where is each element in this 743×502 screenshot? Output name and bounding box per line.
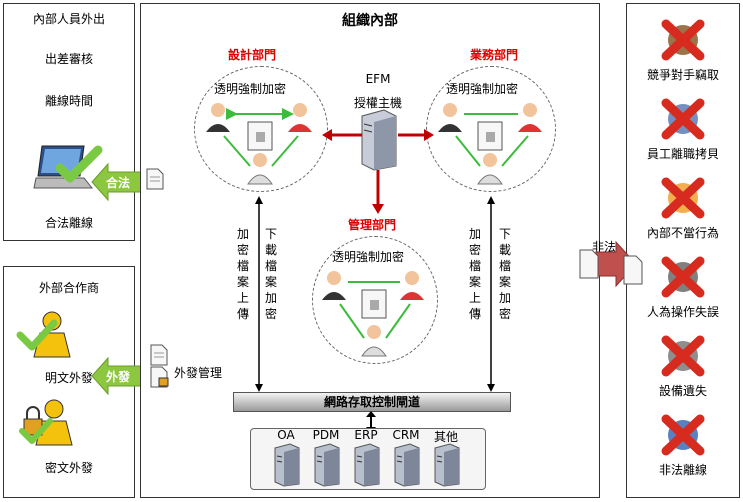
management-dept-circle bbox=[312, 236, 438, 364]
efm-to-management-arrow bbox=[372, 170, 384, 214]
server-label: PDM bbox=[312, 428, 340, 442]
access-control-gateway: 網路存取控制閘道 bbox=[233, 392, 511, 412]
partner-lock-icon bbox=[19, 399, 73, 446]
management-encrypt-label: 透明強制加密 bbox=[332, 250, 405, 264]
locked-document-icon bbox=[150, 366, 169, 388]
threat-label: 人為操作失誤 bbox=[646, 305, 719, 319]
auth-host-label: 授權主機 bbox=[353, 96, 402, 110]
design-encrypt-label: 透明強制加密 bbox=[214, 82, 287, 96]
legal-offline-caption: 合法離線 bbox=[44, 216, 93, 230]
external-partner-box: 外部合作商 明文外發 密文外發 bbox=[3, 266, 135, 498]
server-icon bbox=[354, 443, 380, 487]
threat-blocked-icon bbox=[661, 414, 705, 456]
server-icon bbox=[434, 443, 460, 487]
illegal-label: 非法 bbox=[592, 240, 617, 254]
business-dept-label: 業務部門 bbox=[470, 48, 519, 62]
threat-blocked-icon bbox=[661, 98, 705, 140]
legal-arrow-label: 合法 bbox=[106, 176, 131, 190]
efm-server-icon bbox=[361, 109, 397, 171]
send-arrow-label: 外發 bbox=[106, 370, 131, 384]
trip-review-label: 出差審核 bbox=[44, 52, 93, 66]
business-dept-circle bbox=[426, 66, 556, 192]
document-icon bbox=[146, 168, 164, 190]
illegal-arrow-icon bbox=[579, 240, 643, 288]
server-label: 其他 bbox=[433, 430, 458, 444]
business-team-icon bbox=[438, 103, 542, 185]
design-dept-label: 設計部門 bbox=[228, 48, 277, 62]
download-encrypted-text-left: 下載檔案加密 bbox=[264, 227, 277, 321]
design-dept-circle bbox=[194, 66, 328, 192]
server-label: ERP bbox=[354, 428, 378, 442]
efm-to-design-arrow bbox=[322, 129, 362, 141]
document-icon bbox=[150, 344, 168, 366]
left-updown-arrow bbox=[255, 196, 263, 392]
threat-label: 競爭對手竊取 bbox=[646, 68, 719, 82]
plain-send-caption: 明文外發 bbox=[44, 371, 93, 385]
server-icon bbox=[394, 443, 420, 487]
threat-label: 內部不當行為 bbox=[646, 226, 719, 240]
internal-staff-box: 內部人員外出 出差審核 離線時間 合法離線 bbox=[3, 3, 135, 241]
partner-check-icon bbox=[16, 311, 71, 358]
design-team-icon bbox=[206, 103, 312, 185]
threat-blocked-icon bbox=[661, 177, 705, 219]
server-icon bbox=[314, 443, 340, 487]
threat-blocked-icon bbox=[661, 19, 705, 61]
management-dept-label: 管理部門 bbox=[348, 218, 397, 232]
threat-label: 設備遺失 bbox=[658, 384, 707, 398]
business-encrypt-label: 透明強制加密 bbox=[446, 82, 519, 96]
organization-title: 組織內部 bbox=[342, 13, 398, 29]
external-partner-title: 外部合作商 bbox=[38, 281, 99, 295]
encrypted-send-caption: 密文外發 bbox=[44, 461, 93, 475]
download-encrypted-text-right: 下載檔案加密 bbox=[498, 227, 511, 321]
threats-box bbox=[626, 3, 740, 498]
send-management-label: 外發管理 bbox=[174, 366, 223, 380]
laptop-check-icon bbox=[33, 145, 103, 189]
right-updown-arrow bbox=[487, 196, 495, 392]
efm-to-business-arrow bbox=[398, 129, 434, 141]
efm-label: EFM bbox=[365, 72, 391, 86]
server-label: CRM bbox=[392, 428, 420, 442]
upload-encrypted-text-right: 加密檔案上傳 bbox=[468, 227, 481, 321]
server-icon bbox=[274, 443, 300, 487]
threat-blocked-icon bbox=[661, 256, 705, 298]
management-team-icon bbox=[322, 271, 424, 357]
threat-blocked-icon bbox=[661, 335, 705, 377]
threat-label: 員工離職拷貝 bbox=[646, 147, 719, 161]
server-label: OA bbox=[277, 428, 295, 442]
upload-encrypted-text-left: 加密檔案上傳 bbox=[236, 227, 249, 321]
offline-time-label: 離線時間 bbox=[44, 94, 93, 108]
threat-label: 非法離線 bbox=[658, 463, 707, 477]
internal-staff-title: 內部人員外出 bbox=[32, 12, 105, 26]
